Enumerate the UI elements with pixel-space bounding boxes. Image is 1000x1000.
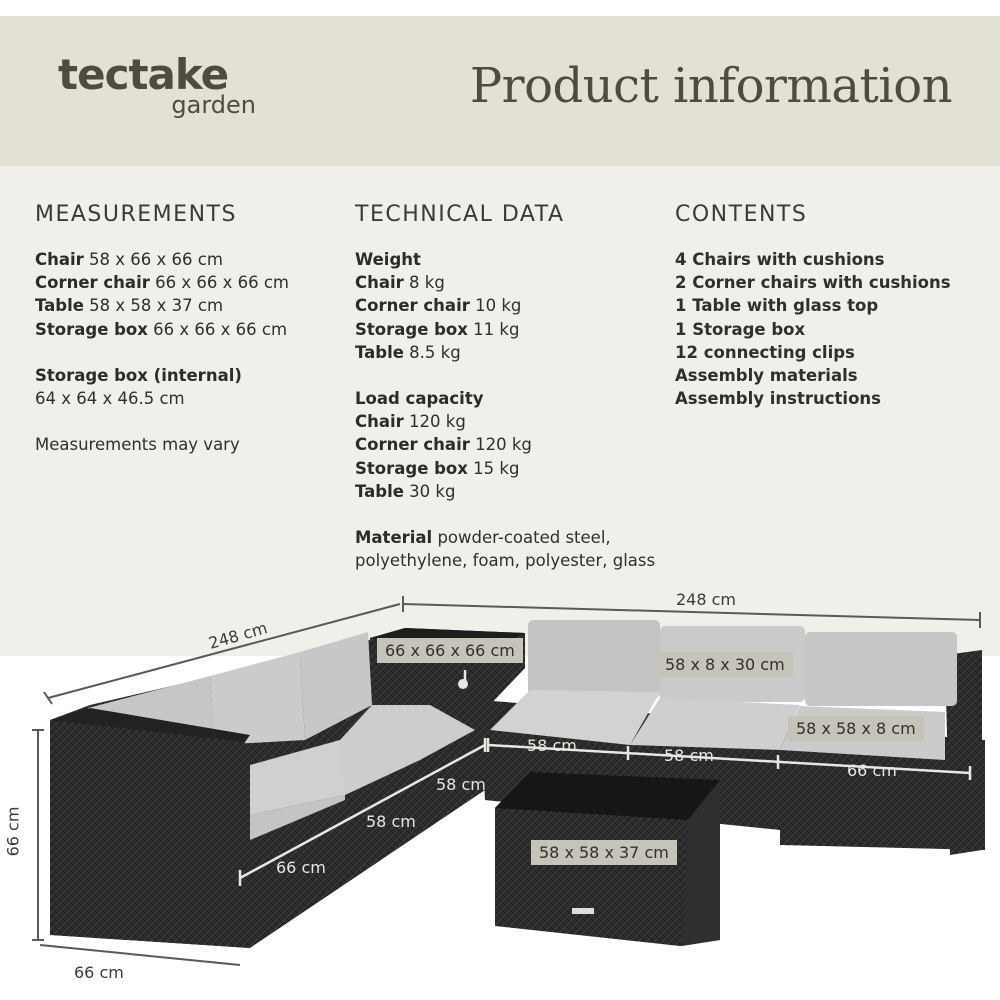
label-back-cushion: 58 x 8 x 30 cm xyxy=(657,652,793,677)
weight-row: Corner chair 10 kg xyxy=(355,296,522,316)
measurement-row: Table 58 x 58 x 37 cm xyxy=(35,296,224,316)
back-cushion xyxy=(210,652,305,745)
dim-left-66: 66 cm xyxy=(276,858,326,877)
internal-value: 64 x 64 x 46.5 cm xyxy=(35,389,185,409)
measurements-heading: MEASUREMENTS xyxy=(35,202,237,227)
load-heading: Load capacity xyxy=(355,389,484,409)
technical-heading: TECHNICAL DATA xyxy=(355,202,565,227)
header-banner xyxy=(0,16,1000,166)
load-row: Table 30 kg xyxy=(355,481,456,501)
dim-right-58b: 58 cm xyxy=(664,746,714,765)
measurement-row: Chair 58 x 66 x 66 cm xyxy=(35,250,223,269)
contents-item: 1 Table with glass top xyxy=(675,296,879,316)
back-cushion xyxy=(805,632,957,706)
info-panel: MEASUREMENTS Chair 58 x 66 x 66 cm Corne… xyxy=(0,166,1000,656)
dim-left-58b: 58 cm xyxy=(366,812,416,831)
dim-right-58a: 58 cm xyxy=(527,736,577,755)
back-cushion xyxy=(528,620,660,698)
dimension-lines xyxy=(32,596,981,966)
dim-depth: 66 cm xyxy=(74,963,124,982)
brand-sub: garden xyxy=(171,91,256,119)
seat-cushion xyxy=(340,705,475,795)
contents-item: Assembly instructions xyxy=(675,389,881,409)
contents-item: 2 Corner chairs with cushions xyxy=(675,273,951,293)
load-row: Corner chair 120 kg xyxy=(355,435,532,455)
weight-row: Storage box 11 kg xyxy=(355,319,520,339)
contents-item: Assembly materials xyxy=(675,366,858,386)
material-row: Material powder-coated steel, xyxy=(355,528,611,548)
weight-heading: Weight xyxy=(355,250,421,269)
internal-label: Storage box (internal) xyxy=(35,365,242,385)
material-row-2: polyethylene, foam, polyester, glass xyxy=(355,551,656,571)
left-sofa-row xyxy=(50,632,485,948)
contents-item: 1 Storage box xyxy=(675,319,806,339)
back-cushion xyxy=(300,632,372,740)
weight-row: Chair 8 kg xyxy=(355,273,445,293)
contents-item: 12 connecting clips xyxy=(675,342,855,362)
seat-cushion xyxy=(630,698,800,750)
dim-right-66: 66 cm xyxy=(847,761,897,780)
label-seat-cushion: 58 x 58 x 8 cm xyxy=(788,716,924,741)
label-table: 58 x 58 x 37 cm xyxy=(531,840,677,865)
measurements-note: Measurements may vary xyxy=(35,435,240,455)
brand-tag xyxy=(572,908,594,914)
weight-row: Table 8.5 kg xyxy=(355,342,461,362)
box-marker xyxy=(458,679,468,689)
brand-logo: tectake garden xyxy=(58,50,258,119)
load-row: Chair 120 kg xyxy=(355,412,466,432)
measurement-row: Storage box 66 x 66 x 66 cm xyxy=(35,319,288,339)
measurement-row: Corner chair 66 x 66 x 66 cm xyxy=(35,273,289,293)
corner-armrest xyxy=(50,720,250,948)
brand-name: tectake xyxy=(58,50,229,99)
load-row: Storage box 15 kg xyxy=(355,458,520,478)
dim-top-right: 248 cm xyxy=(676,590,737,609)
contents-item: 4 Chairs with cushions xyxy=(675,250,885,269)
contents-column: CONTENTS 4 Chairs with cushions 2 Corner… xyxy=(675,202,951,410)
label-storage-box: 66 x 66 x 66 cm xyxy=(377,638,523,663)
contents-heading: CONTENTS xyxy=(675,202,808,227)
dim-height: 66 cm xyxy=(3,806,23,857)
page-title: Product information xyxy=(469,58,953,114)
technical-column: TECHNICAL DATA Weight Chair 8 kg Corner … xyxy=(355,202,655,572)
seat-cushion xyxy=(490,690,660,745)
dim-left-58a: 58 cm xyxy=(436,775,486,794)
measurements-column: MEASUREMENTS Chair 58 x 66 x 66 cm Corne… xyxy=(35,202,289,456)
